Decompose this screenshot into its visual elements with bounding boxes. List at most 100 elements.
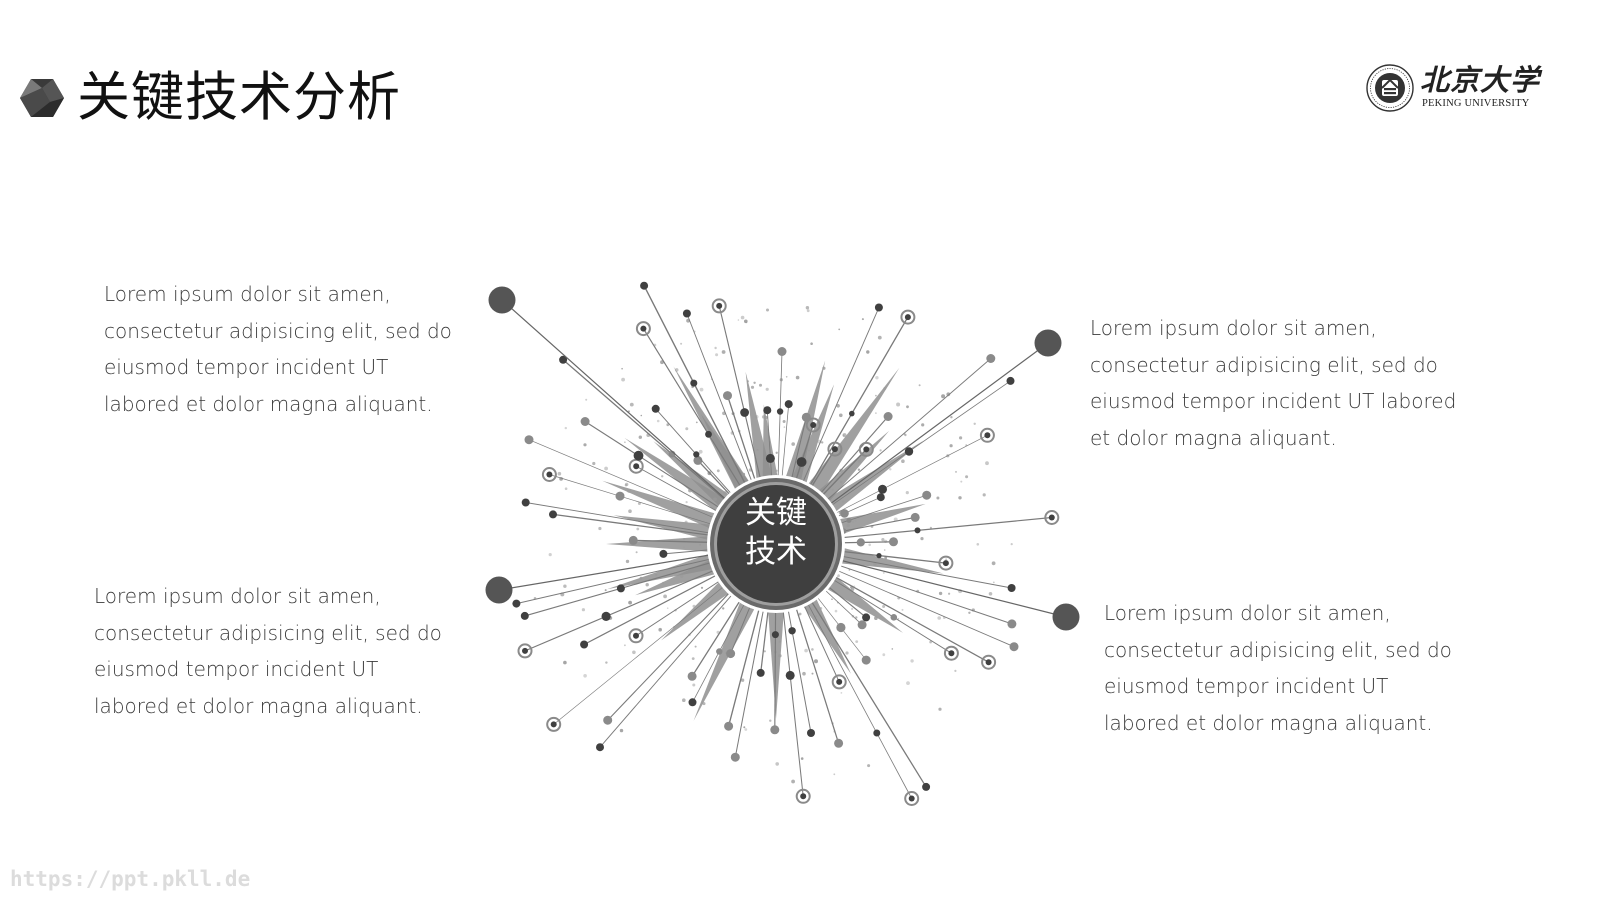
- ray-mid-node: [904, 447, 914, 456]
- burst-dot: [941, 394, 946, 399]
- burst-dot: [680, 574, 684, 578]
- ray-node: [1007, 584, 1016, 592]
- burst-dot: [698, 449, 703, 454]
- burst-dot: [625, 559, 630, 564]
- ray-node: [687, 671, 697, 681]
- burst-dot: [949, 444, 953, 448]
- burst-dot: [583, 443, 587, 447]
- ray-mid-node: [846, 517, 852, 523]
- burst-dot: [810, 342, 813, 346]
- ray-mid-node: [796, 457, 807, 467]
- ray-node: [834, 738, 844, 748]
- burst-dot: [879, 449, 882, 452]
- text-line: Lorem ipsum dolor sit amen,: [1104, 601, 1391, 625]
- ray-node: [1006, 376, 1015, 385]
- burst-dot: [564, 426, 567, 430]
- burst-dot: [822, 366, 826, 370]
- burst-dot: [954, 669, 957, 673]
- burst-dot: [639, 576, 643, 580]
- burst-dot: [896, 402, 901, 407]
- university-logo: 北京大学 PEKING UNIVERSITY: [1366, 62, 1546, 114]
- burst-dot: [782, 420, 786, 423]
- burst-dot: [815, 615, 818, 618]
- burst-dot: [938, 591, 943, 596]
- burst-dot: [806, 309, 810, 313]
- burst-dot: [585, 398, 588, 401]
- burst-dot: [929, 526, 933, 530]
- ray-node-ring: [541, 467, 557, 482]
- ray-node-ring: [979, 427, 995, 443]
- burst-dot: [960, 480, 963, 483]
- burst-dot: [563, 584, 567, 588]
- ray-node: [876, 493, 885, 502]
- burst-dot: [564, 487, 568, 491]
- ray-node-core: [948, 650, 955, 657]
- text-line: consectetur adipisicing elit, sed do: [1090, 352, 1438, 377]
- burst-dot: [775, 469, 778, 472]
- burst-dot: [737, 319, 740, 321]
- burst-dot: [604, 466, 608, 471]
- burst-dot: [938, 707, 942, 711]
- ray-node-core: [985, 659, 992, 666]
- ray-node-core: [908, 795, 915, 802]
- burst-dot: [891, 648, 894, 650]
- burst-dot: [910, 659, 914, 663]
- burst-spike: [762, 404, 780, 491]
- burst-dot: [722, 607, 725, 610]
- ray-node: [651, 404, 660, 413]
- burst-dot: [855, 616, 858, 619]
- ray-node-ring: [943, 645, 959, 661]
- burst-dot: [666, 423, 670, 427]
- ray-node: [688, 698, 697, 707]
- burst-dot: [674, 368, 679, 372]
- ray-node: [861, 655, 871, 665]
- ray-node: [640, 281, 649, 290]
- burst-dot: [621, 377, 625, 382]
- burst-dot: [851, 607, 854, 611]
- burst-dot: [716, 469, 720, 473]
- burst-dot: [656, 419, 660, 423]
- burst-dot: [744, 319, 748, 324]
- burst-dot: [906, 405, 909, 409]
- burst-dot: [884, 556, 888, 560]
- burst-dot: [881, 538, 885, 542]
- burst-dot: [973, 422, 976, 425]
- burst-dot: [791, 442, 795, 446]
- burst-spike: [624, 437, 737, 520]
- burst-dot: [857, 459, 861, 463]
- burst-dot: [753, 381, 756, 384]
- burst-dot: [638, 435, 642, 439]
- burst-dot: [743, 726, 746, 729]
- ray-node: [659, 549, 668, 558]
- burst-dot: [897, 617, 900, 620]
- burst-dot: [699, 387, 704, 392]
- burst-dot: [906, 681, 910, 685]
- ray-mid-node: [615, 491, 625, 501]
- page-title: 关键技术分析: [77, 67, 401, 128]
- burst-dot: [842, 433, 847, 438]
- burst-dot: [855, 640, 859, 643]
- burst-dot: [685, 427, 689, 431]
- burst-dot: [592, 461, 596, 466]
- ray-mid-node: [716, 648, 723, 655]
- ray-node: [862, 613, 871, 622]
- ray-node: [770, 725, 780, 735]
- ray-node: [922, 490, 932, 500]
- burst-dot: [875, 376, 879, 380]
- burst-dot: [874, 616, 878, 620]
- burst-dot: [702, 702, 706, 706]
- ray-node-ring: [517, 643, 533, 659]
- burst-dot: [791, 779, 795, 784]
- burst-dot: [624, 441, 626, 444]
- burst-dot: [627, 489, 632, 493]
- connector-bottom-right-dot: [1052, 603, 1080, 631]
- burst-dot: [807, 449, 810, 452]
- burst-dot: [821, 441, 824, 444]
- burst-dot: [814, 659, 818, 664]
- burst-dot: [877, 335, 882, 340]
- ray-mid-node: [633, 450, 644, 461]
- burst-dot: [800, 757, 804, 760]
- ray-mid-node: [914, 527, 921, 534]
- burst-dot: [684, 520, 688, 524]
- connector-lines: [485, 286, 1080, 631]
